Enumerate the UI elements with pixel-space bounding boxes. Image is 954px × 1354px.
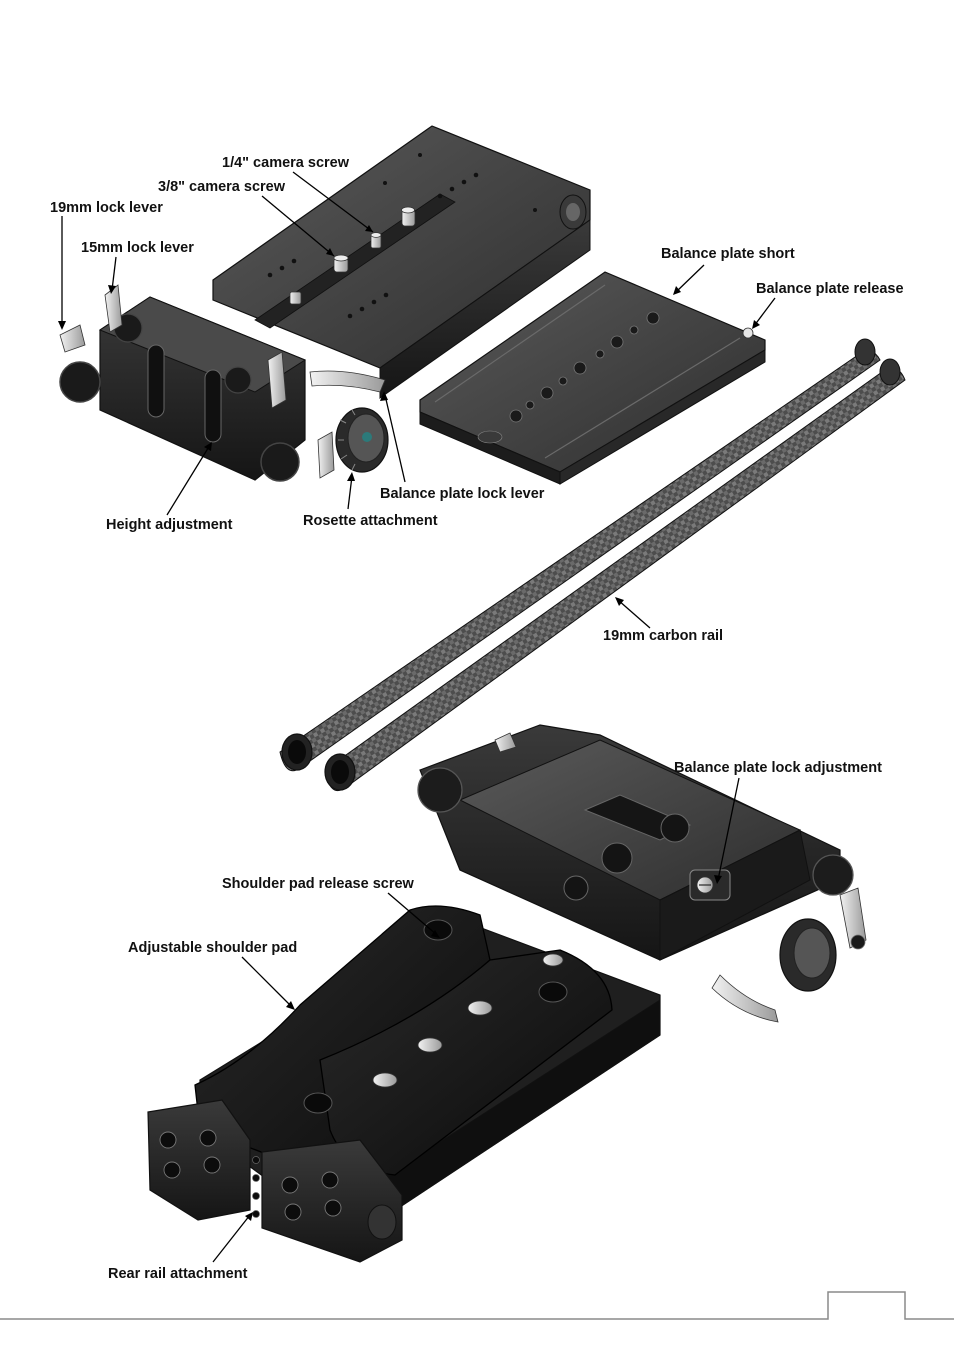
label-balance-plate-short: Balance plate short	[661, 246, 795, 262]
labels: 1/4" camera screw 3/8" camera screw 19mm…	[50, 155, 904, 1282]
label-quarter-screw: 1/4" camera screw	[222, 155, 350, 171]
label-rosette-attachment: Rosette attachment	[303, 513, 438, 529]
label-shoulder-pad-release-screw: Shoulder pad release screw	[222, 876, 415, 892]
rail-block	[417, 724, 867, 1023]
rosette	[335, 407, 389, 473]
carbon-rails	[279, 338, 906, 792]
front-rail-clamp	[59, 284, 386, 482]
camera-base-plate	[212, 125, 591, 399]
rear-rail-attachment	[147, 1099, 403, 1263]
label-balance-plate-lock-adjustment: Balance plate lock adjustment	[674, 760, 882, 776]
leader-lines	[58, 171, 776, 1263]
label-balance-plate-release: Balance plate release	[756, 281, 904, 297]
label-19mm-lock-lever: 19mm lock lever	[50, 200, 163, 216]
label-balance-plate-lock-lever: Balance plate lock lever	[380, 486, 545, 502]
label-19mm-carbon-rail: 19mm carbon rail	[603, 628, 723, 644]
label-15mm-lock-lever: 15mm lock lever	[81, 240, 194, 256]
label-height-adjustment: Height adjustment	[106, 517, 233, 533]
page-footer-rule	[0, 1291, 954, 1320]
label-three-eighth-screw: 3/8" camera screw	[158, 179, 286, 195]
label-rear-rail-attachment: Rear rail attachment	[108, 1266, 248, 1282]
label-adjustable-shoulder-pad: Adjustable shoulder pad	[128, 940, 297, 956]
balance-plate-short	[419, 271, 766, 485]
camera-screw	[289, 206, 416, 305]
